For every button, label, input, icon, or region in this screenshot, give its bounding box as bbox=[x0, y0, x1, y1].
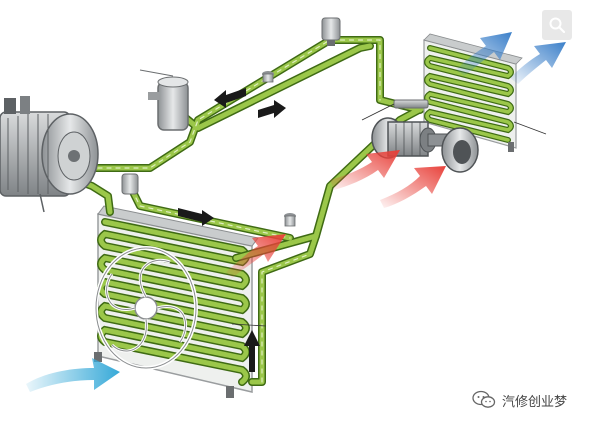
pressure-switch-left bbox=[121, 173, 139, 195]
service-valve-top bbox=[262, 71, 274, 83]
blower-motor bbox=[371, 117, 479, 173]
watermark-text: 汽修创业梦 bbox=[502, 394, 568, 410]
flow-arrow-right-top bbox=[258, 100, 286, 118]
condenser bbox=[94, 205, 259, 398]
wechat-icon bbox=[472, 390, 496, 408]
hot-air-arrow-2 bbox=[380, 166, 446, 208]
leader-lines bbox=[231, 103, 547, 327]
hot-air-arrow-1 bbox=[330, 150, 400, 190]
condenser-coils bbox=[97, 218, 250, 386]
cool-air-arrow-1 bbox=[456, 32, 512, 76]
compressor bbox=[0, 96, 99, 213]
evaporator-coils bbox=[424, 45, 514, 143]
expansion-valve bbox=[393, 99, 429, 109]
zoom-icon bbox=[549, 17, 566, 34]
zoom-button[interactable] bbox=[542, 10, 572, 40]
receiver-drier bbox=[139, 69, 189, 131]
flow-arrows bbox=[178, 88, 286, 372]
cold-air-arrow-in bbox=[26, 358, 120, 392]
hot-air-arrow-condenser bbox=[226, 234, 286, 278]
flow-arrow-left bbox=[214, 88, 246, 108]
air-flow-arrows bbox=[26, 32, 566, 392]
service-valve-right bbox=[284, 213, 296, 227]
watermark: 汽修创业梦 bbox=[472, 388, 567, 412]
pressure-switch-top bbox=[321, 17, 341, 46]
condenser-fan bbox=[94, 246, 198, 370]
flow-arrow-right-mid bbox=[178, 208, 214, 226]
cool-air-arrow-2 bbox=[510, 42, 566, 84]
flow-arrow-up bbox=[244, 330, 260, 372]
